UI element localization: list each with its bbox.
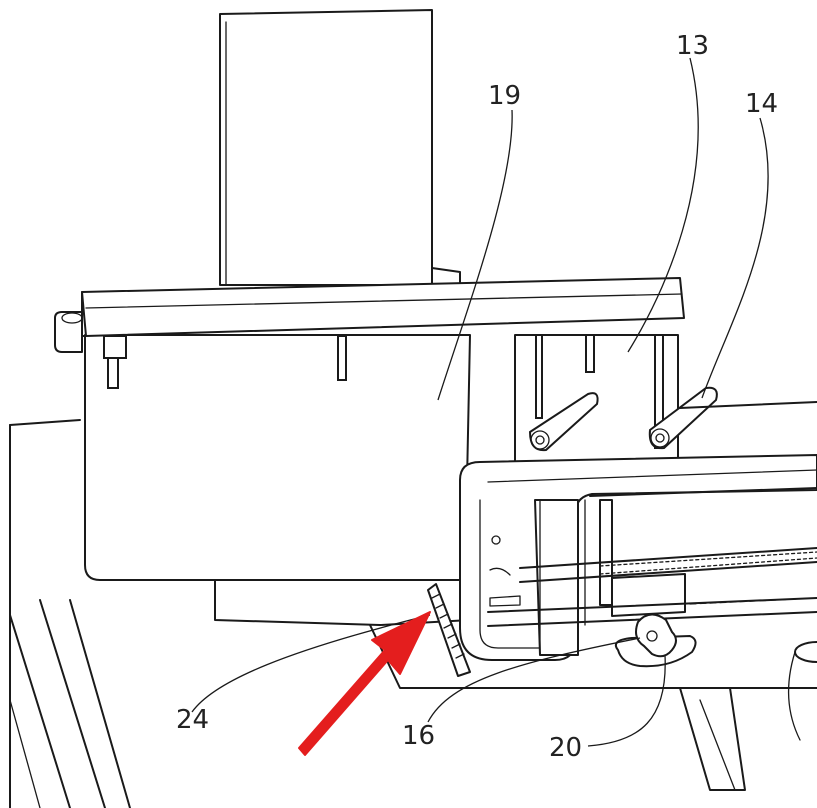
- handles-14: [528, 386, 718, 452]
- top-rail: [54, 277, 685, 389]
- rear-plate: [219, 9, 461, 286]
- label-24: 24: [176, 705, 209, 735]
- main-plate-19: [84, 334, 471, 581]
- label-14: 14: [745, 89, 778, 119]
- label-16: 16: [402, 721, 435, 751]
- toothed-rack-24: [427, 583, 471, 677]
- label-13: 13: [676, 31, 709, 61]
- red-pointer-arrow: [298, 611, 431, 756]
- label-20: 20: [549, 733, 582, 763]
- label-19: 19: [488, 81, 521, 111]
- frame-assembly: [459, 401, 817, 741]
- leader-lines: [191, 57, 769, 747]
